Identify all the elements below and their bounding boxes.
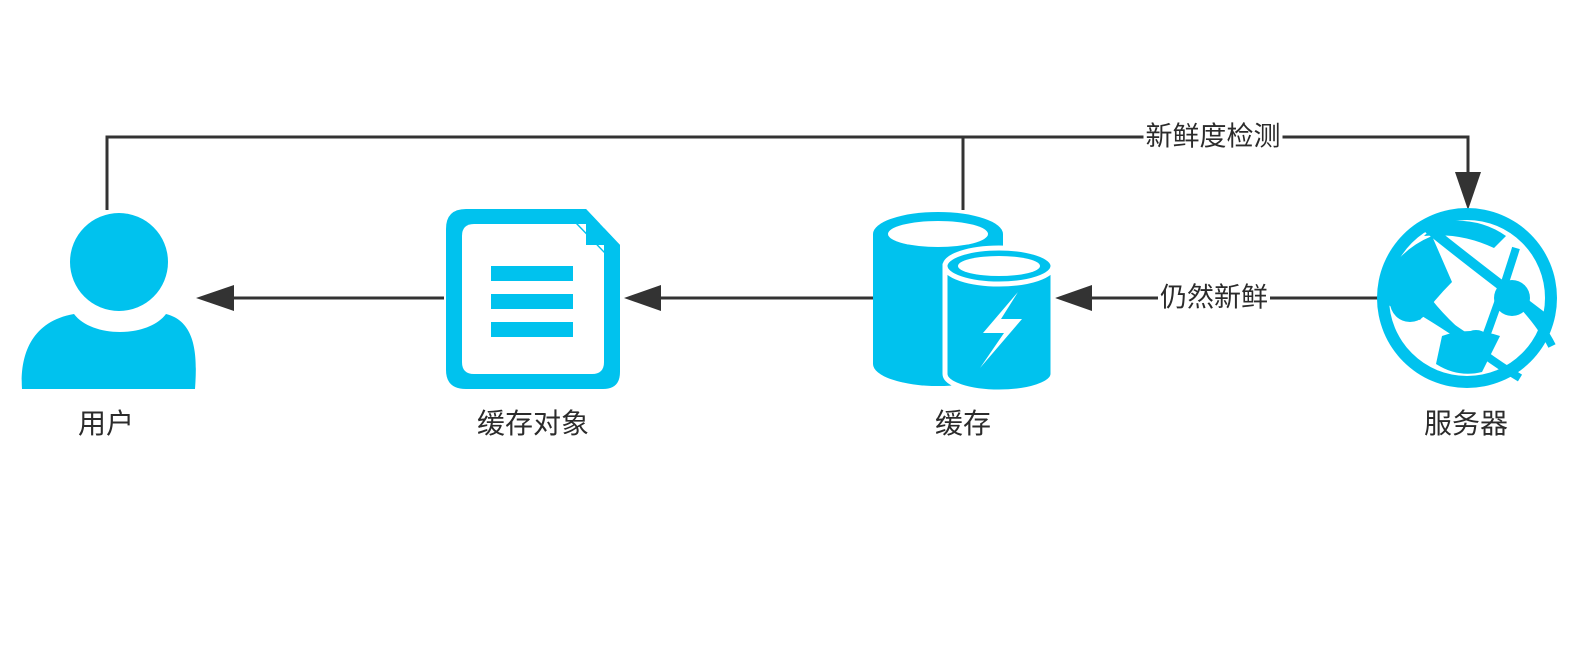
document-icon (446, 209, 620, 389)
cache-database-icon (873, 212, 1056, 395)
web-server-globe-icon (1377, 208, 1557, 388)
lightning-icon (980, 292, 1022, 368)
node-label-user: 用户 (77, 407, 135, 440)
user-icon (21, 213, 196, 389)
arrowhead-user (196, 285, 234, 311)
arrowhead-server (1455, 172, 1481, 210)
edge-label-still-fresh: 仍然新鲜 (1158, 282, 1270, 314)
arrowhead-cache (1055, 285, 1092, 311)
node-label-server: 服务器 (1423, 407, 1509, 440)
edge-freshness-check-line (105, 135, 1470, 210)
node-label-cache: 缓存 (934, 407, 992, 440)
arrowhead-object (624, 285, 661, 311)
node-label-cached-object: 缓存对象 (476, 407, 590, 440)
edge-label-freshness-check: 新鲜度检测 (1143, 121, 1283, 153)
